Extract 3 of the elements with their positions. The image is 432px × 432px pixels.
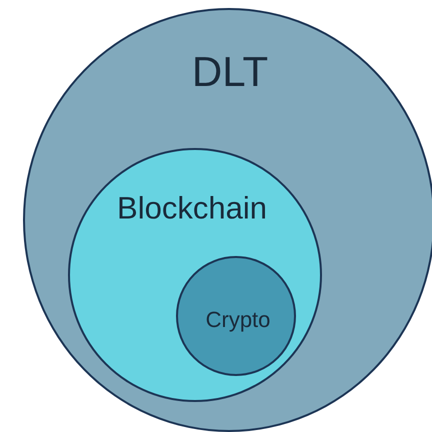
circle-label: DLT bbox=[192, 51, 268, 93]
circle-label: Blockchain bbox=[117, 192, 267, 224]
circle-label: Crypto bbox=[206, 309, 270, 331]
